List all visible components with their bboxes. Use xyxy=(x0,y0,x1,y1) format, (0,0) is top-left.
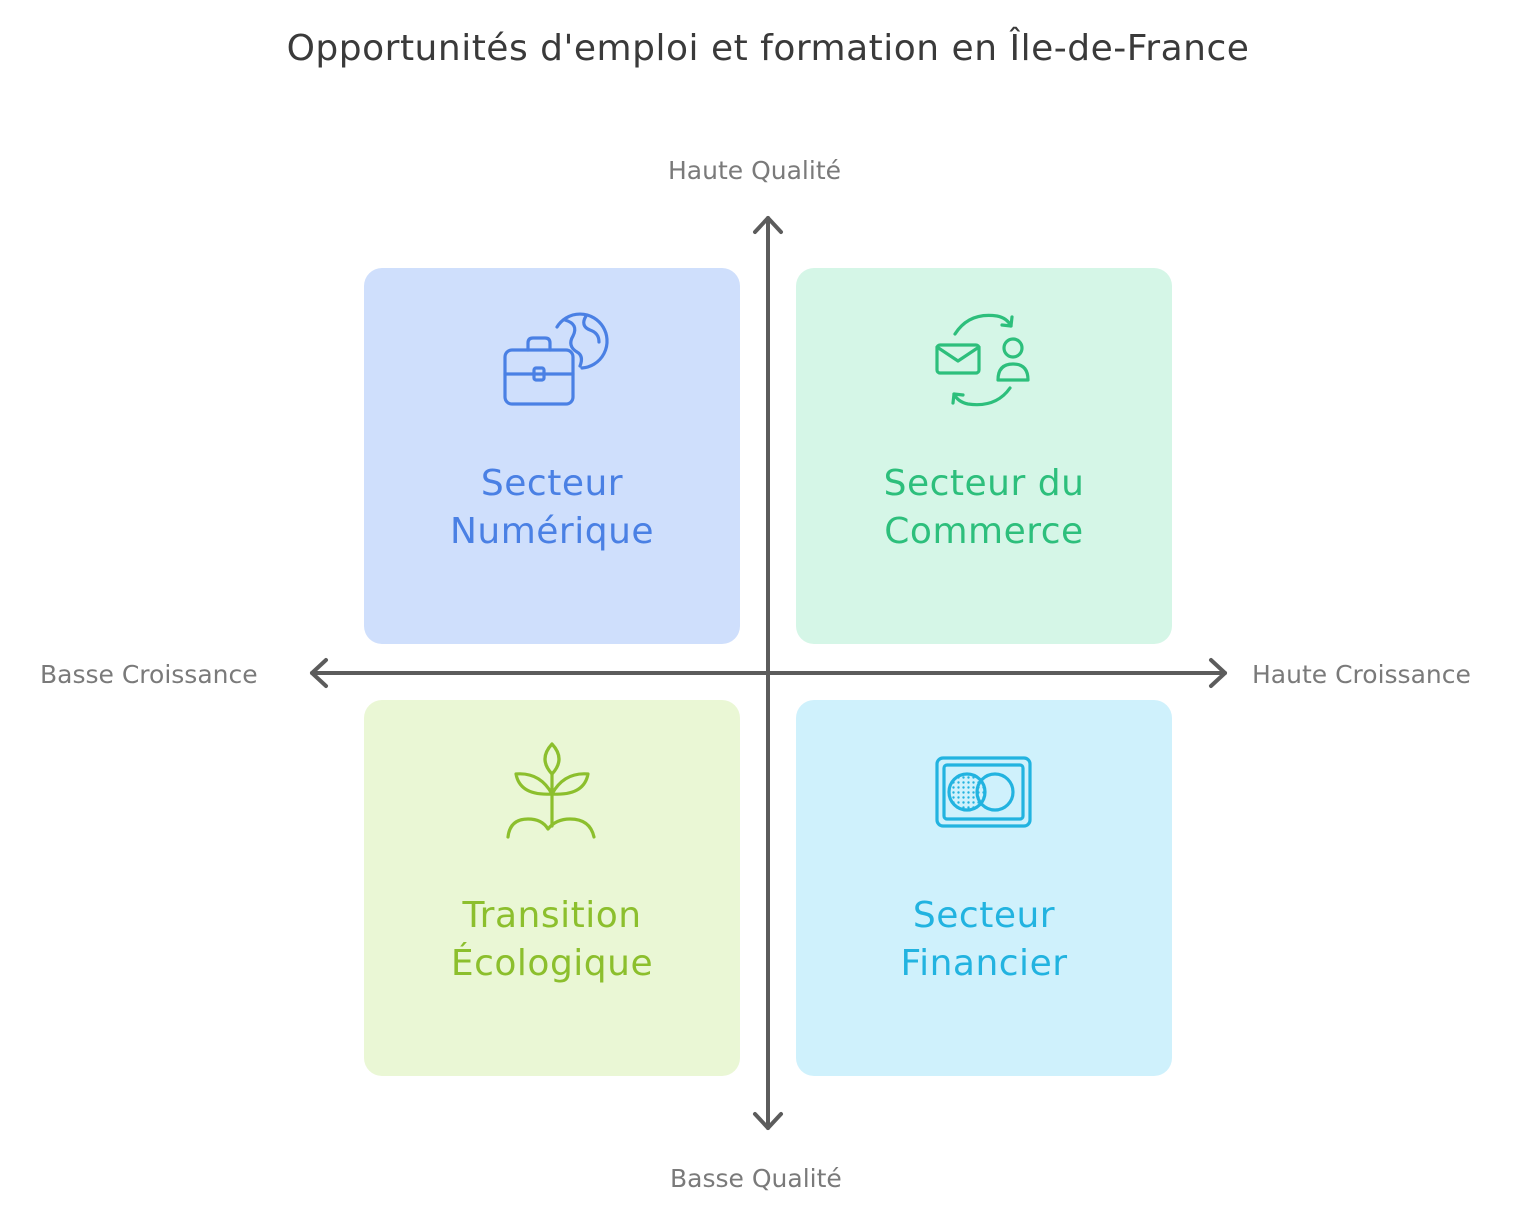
quadrant-label: Secteur du Commerce xyxy=(806,460,1162,556)
sprout-icon xyxy=(506,742,596,839)
page-title: Opportunités d'emploi et formation en Îl… xyxy=(286,28,1250,69)
quadrant-label-line1: Secteur du xyxy=(883,463,1085,504)
quadrant-label-line1: Transition xyxy=(462,895,642,936)
quadrant-label-line1: Secteur xyxy=(480,463,624,504)
quadrant-label: Secteur Numérique xyxy=(374,460,730,556)
briefcase-globe-icon xyxy=(503,312,609,406)
arrow-left-icon xyxy=(310,658,328,688)
axis-label-bottom: Basse Qualité xyxy=(670,1164,842,1193)
credit-card-icon xyxy=(935,756,1032,828)
quadrant-secteur-numerique: Secteur Numérique xyxy=(364,268,740,644)
axis-label-right: Haute Croissance xyxy=(1252,660,1471,689)
quadrant-label-line2: Financier xyxy=(900,943,1068,984)
axis-label-left: Basse Croissance xyxy=(40,660,258,689)
arrow-down-icon xyxy=(753,1112,783,1130)
quadrant-transition-ecologique: Transition Écologique xyxy=(364,700,740,1076)
mail-user-exchange-icon xyxy=(935,313,1030,407)
quadrant-label-line2: Écologique xyxy=(450,943,654,984)
quadrant-secteur-financier: Secteur Financier xyxy=(796,700,1172,1076)
quadrant-label-line2: Numérique xyxy=(449,511,655,552)
arrow-right-icon xyxy=(1209,658,1227,688)
quadrant-label: Transition Écologique xyxy=(374,892,730,988)
quadrant-label-line2: Commerce xyxy=(884,511,1084,552)
arrow-up-icon xyxy=(753,216,783,234)
axis-label-top: Haute Qualité xyxy=(668,156,842,185)
quadrant-label-line1: Secteur xyxy=(912,895,1056,936)
quadrant-secteur-du-commerce: Secteur du Commerce xyxy=(796,268,1172,644)
quadrant-label: Secteur Financier xyxy=(806,892,1162,988)
